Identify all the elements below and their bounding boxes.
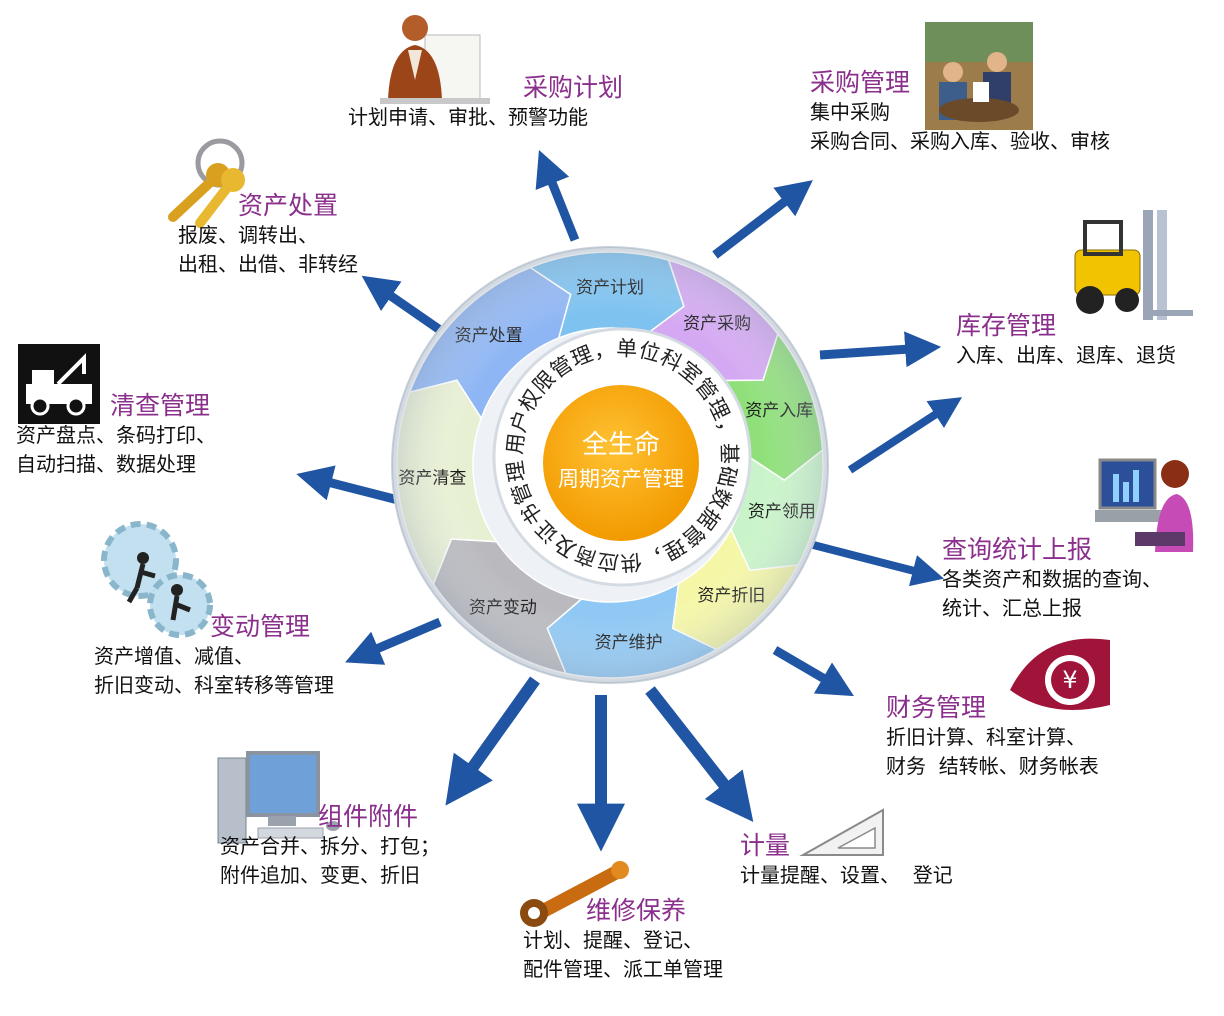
module-query-stats: 查询统计上报 各类资产和数据的查询、 统计、汇总上报 xyxy=(942,535,1162,623)
wrench-icon xyxy=(520,861,629,927)
ring-segment-label: 资产折旧 xyxy=(697,586,765,606)
arrow-components xyxy=(445,676,540,806)
ring-segment-label: 资产入库 xyxy=(745,401,813,421)
arrow-inventory xyxy=(819,331,942,368)
ring-segment-label: 资产清查 xyxy=(398,468,466,488)
module-desc-line: 配件管理、派工单管理 xyxy=(523,957,723,981)
arrow-finance xyxy=(772,646,854,697)
gears-people-icon xyxy=(101,521,213,638)
module-desc-line: 折旧变动、科室转移等管理 xyxy=(94,673,334,697)
module-title: 财务管理 xyxy=(886,693,987,722)
ring-segment-label: 资产领用 xyxy=(748,502,816,522)
arrow-purchase-plan xyxy=(535,149,580,242)
center-subtitle: 周期资产管理 xyxy=(558,467,684,491)
module-desc-line: 折旧计算、科室计算、 xyxy=(886,725,1086,749)
module-components: 组件附件 资产合并、拆分、打包； 附件追加、变更、折旧 xyxy=(220,802,440,890)
module-title: 清查管理 xyxy=(110,391,211,420)
module-desc-line: 资产盘点、条码打印、 xyxy=(16,423,216,447)
module-desc-line: 附件追加、变更、折旧 xyxy=(220,863,420,887)
desktop-computer-icon xyxy=(217,751,340,844)
arrow-query-stats-top xyxy=(847,397,963,474)
module-desc-line: 出租、出借、非转经 xyxy=(178,252,358,276)
keys-icon xyxy=(168,138,245,228)
module-title: 计量 xyxy=(740,831,791,860)
ring-segment-label: 资产维护 xyxy=(595,633,663,653)
module-metrology: 计量 计量提醒、设置、 登记 xyxy=(740,831,953,890)
forklift-icon xyxy=(1074,210,1193,320)
module-purchase-mgmt: 采购管理 集中采购 采购合同、采购入库、验收、审核 xyxy=(810,68,1110,156)
center-title: 全生命 xyxy=(582,430,660,460)
center-circle xyxy=(543,385,699,541)
module-inventory: 库存管理 入库、出库、退库、退货 xyxy=(956,311,1176,370)
module-finance: 财务管理 折旧计算、科室计算、 财务 结转帐、财务帐表 xyxy=(886,693,1099,781)
module-disposal: 资产处置 报废、调转出、 出租、出借、非转经 xyxy=(178,191,358,279)
module-desc-line: 自动扫描、数据处理 xyxy=(16,452,196,476)
arrow-metrology xyxy=(645,686,754,823)
arrow-disposal xyxy=(361,275,443,334)
module-desc-line: 资产合并、拆分、打包； xyxy=(220,834,440,858)
module-desc-line: 各类资产和数据的查询、 xyxy=(942,567,1162,591)
ring-segment-label: 资产处置 xyxy=(455,326,523,346)
tow-truck-icon xyxy=(18,344,100,424)
module-desc-line: 报废、调转出、 xyxy=(178,223,318,247)
module-title: 采购管理 xyxy=(810,68,911,97)
module-desc-line: 资产增值、减值、 xyxy=(94,644,254,668)
module-desc-line: 计量提醒、设置、 登记 xyxy=(740,863,953,887)
businessman-icon xyxy=(380,15,490,104)
module-title: 维修保养 xyxy=(586,896,687,925)
ring-segment-label: 资产变动 xyxy=(469,598,537,618)
module-title: 查询统计上报 xyxy=(942,535,1093,564)
module-title: 库存管理 xyxy=(956,311,1057,340)
triangle-ruler-icon xyxy=(799,808,884,856)
module-inspection: 清查管理 资产盘点、条码打印、 自动扫描、数据处理 xyxy=(16,391,216,479)
module-title: 采购计划 xyxy=(523,73,624,102)
computer-user-icon xyxy=(1095,458,1194,552)
arrow-purchase-mgmt xyxy=(712,180,813,259)
yen-icon: ¥ xyxy=(1010,638,1110,710)
module-title: 组件附件 xyxy=(318,802,419,831)
arrow-inspection xyxy=(296,465,400,505)
module-desc-line: 计划、提醒、登记、 xyxy=(523,928,703,952)
module-desc-line: 采购合同、采购入库、验收、审核 xyxy=(810,129,1110,153)
module-change-mgmt: 变动管理 资产增值、减值、 折旧变动、科室转移等管理 xyxy=(94,612,334,700)
svg-text:¥: ¥ xyxy=(1062,666,1077,694)
ring-segment-label: 资产计划 xyxy=(576,278,644,298)
module-desc-line: 计划申请、审批、预警功能 xyxy=(348,105,588,129)
module-title: 资产处置 xyxy=(238,191,339,220)
module-maintenance: 维修保养 计划、提醒、登记、 配件管理、派工单管理 xyxy=(523,896,723,984)
module-purchase-plan: 采购计划 计划申请、审批、预警功能 xyxy=(348,73,623,132)
module-desc-line: 统计、汇总上报 xyxy=(942,596,1082,620)
module-desc-line: 集中采购 xyxy=(810,100,890,124)
meeting-icon xyxy=(925,22,1033,130)
module-desc-line: 财务 结转帐、财务帐表 xyxy=(886,754,1099,778)
module-title: 变动管理 xyxy=(210,612,311,641)
ring-segment-label: 资产采购 xyxy=(683,314,751,334)
module-desc-line: 入库、出库、退库、退货 xyxy=(956,343,1176,367)
arrow-change-mgmt xyxy=(345,617,442,665)
